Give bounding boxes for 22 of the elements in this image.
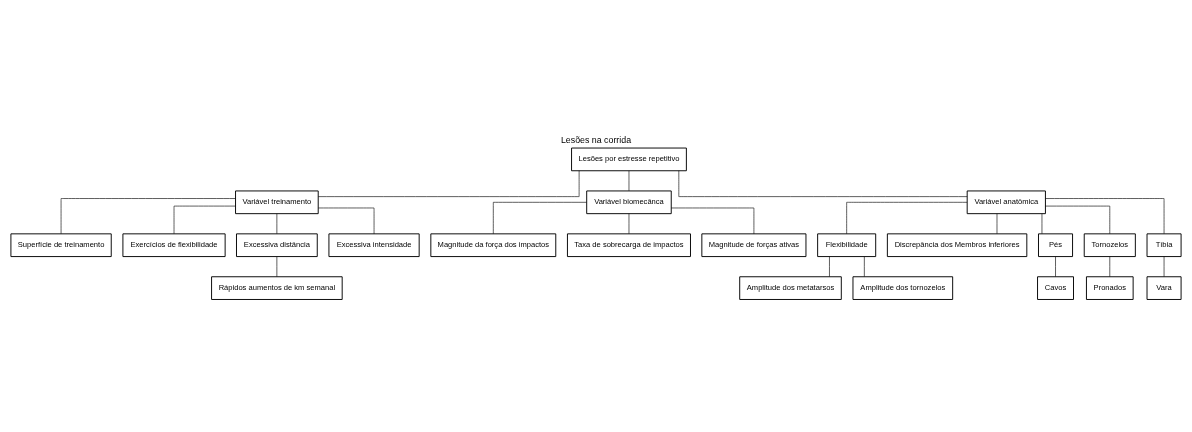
connector xyxy=(670,207,755,234)
connector xyxy=(678,169,968,197)
connector xyxy=(846,201,968,234)
connector xyxy=(60,197,236,234)
connector xyxy=(1045,205,1111,234)
connector xyxy=(1055,255,1056,277)
connector xyxy=(317,169,580,197)
connector xyxy=(276,213,278,234)
connector xyxy=(276,255,278,277)
connector xyxy=(1045,197,1165,234)
connector xyxy=(493,201,587,234)
connector xyxy=(1109,255,1111,277)
diagram-title: Lesões na corrida xyxy=(560,134,632,145)
connector xyxy=(628,170,630,191)
connector xyxy=(829,255,830,277)
connector xyxy=(1163,255,1165,277)
connector xyxy=(173,205,236,234)
connector xyxy=(996,213,998,234)
connector xyxy=(628,213,630,234)
connector xyxy=(1041,213,1043,234)
connector xyxy=(318,207,375,234)
connector xyxy=(864,255,865,277)
